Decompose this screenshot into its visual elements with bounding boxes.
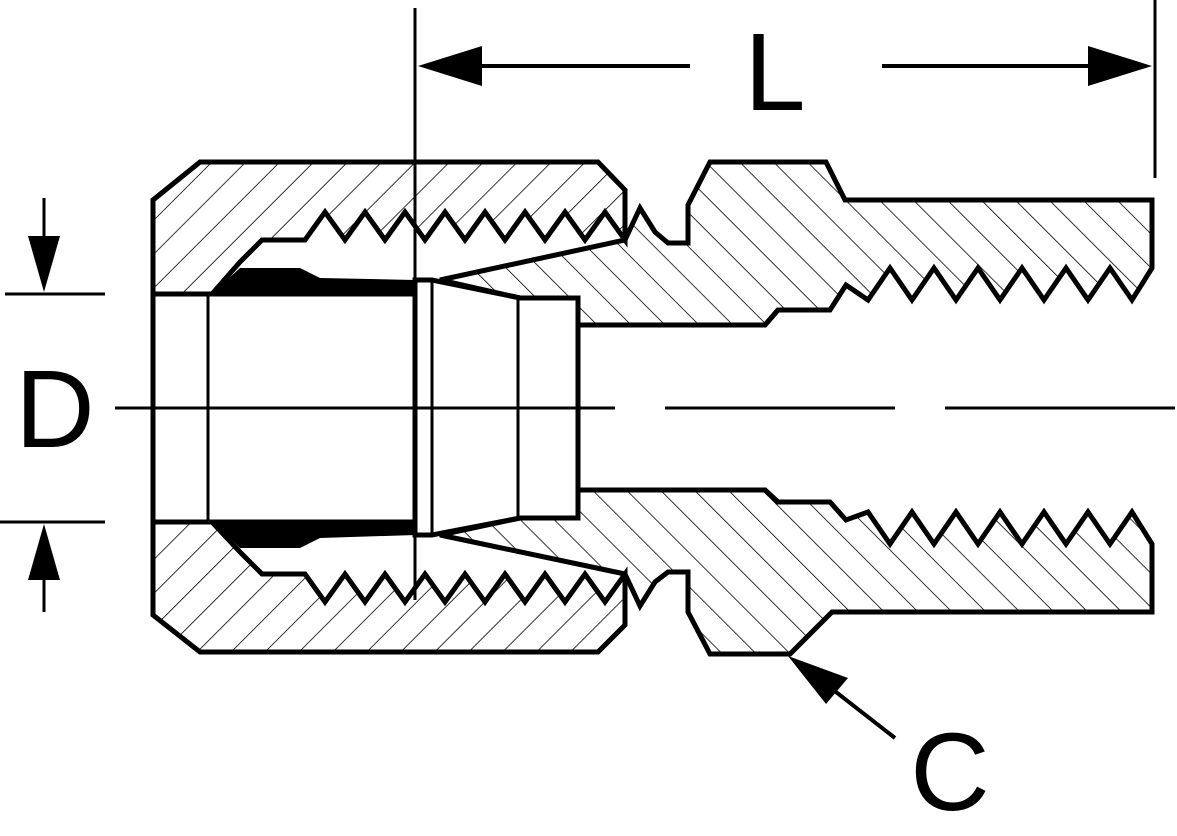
fitting-nut (150, 159, 628, 655)
diameter-label: D (15, 348, 94, 471)
leader-arrowhead (788, 656, 848, 704)
nut-lower-section (150, 519, 628, 655)
callout: C (788, 656, 990, 834)
arrowhead-right (1088, 46, 1152, 86)
back-ferrule-upper (212, 268, 415, 296)
length-dimension: L (413, 0, 1157, 600)
fitting-body (439, 159, 1155, 657)
length-label: L (744, 11, 805, 134)
back-ferrule-lower (212, 520, 415, 548)
body-bore (578, 307, 830, 505)
arrowhead-left (418, 46, 482, 86)
diameter-dimension: D (0, 198, 105, 612)
nut-upper-section (150, 159, 628, 297)
arrowhead-top (28, 236, 60, 292)
arrowhead-bottom (28, 524, 60, 580)
callout-label: C (910, 711, 989, 834)
